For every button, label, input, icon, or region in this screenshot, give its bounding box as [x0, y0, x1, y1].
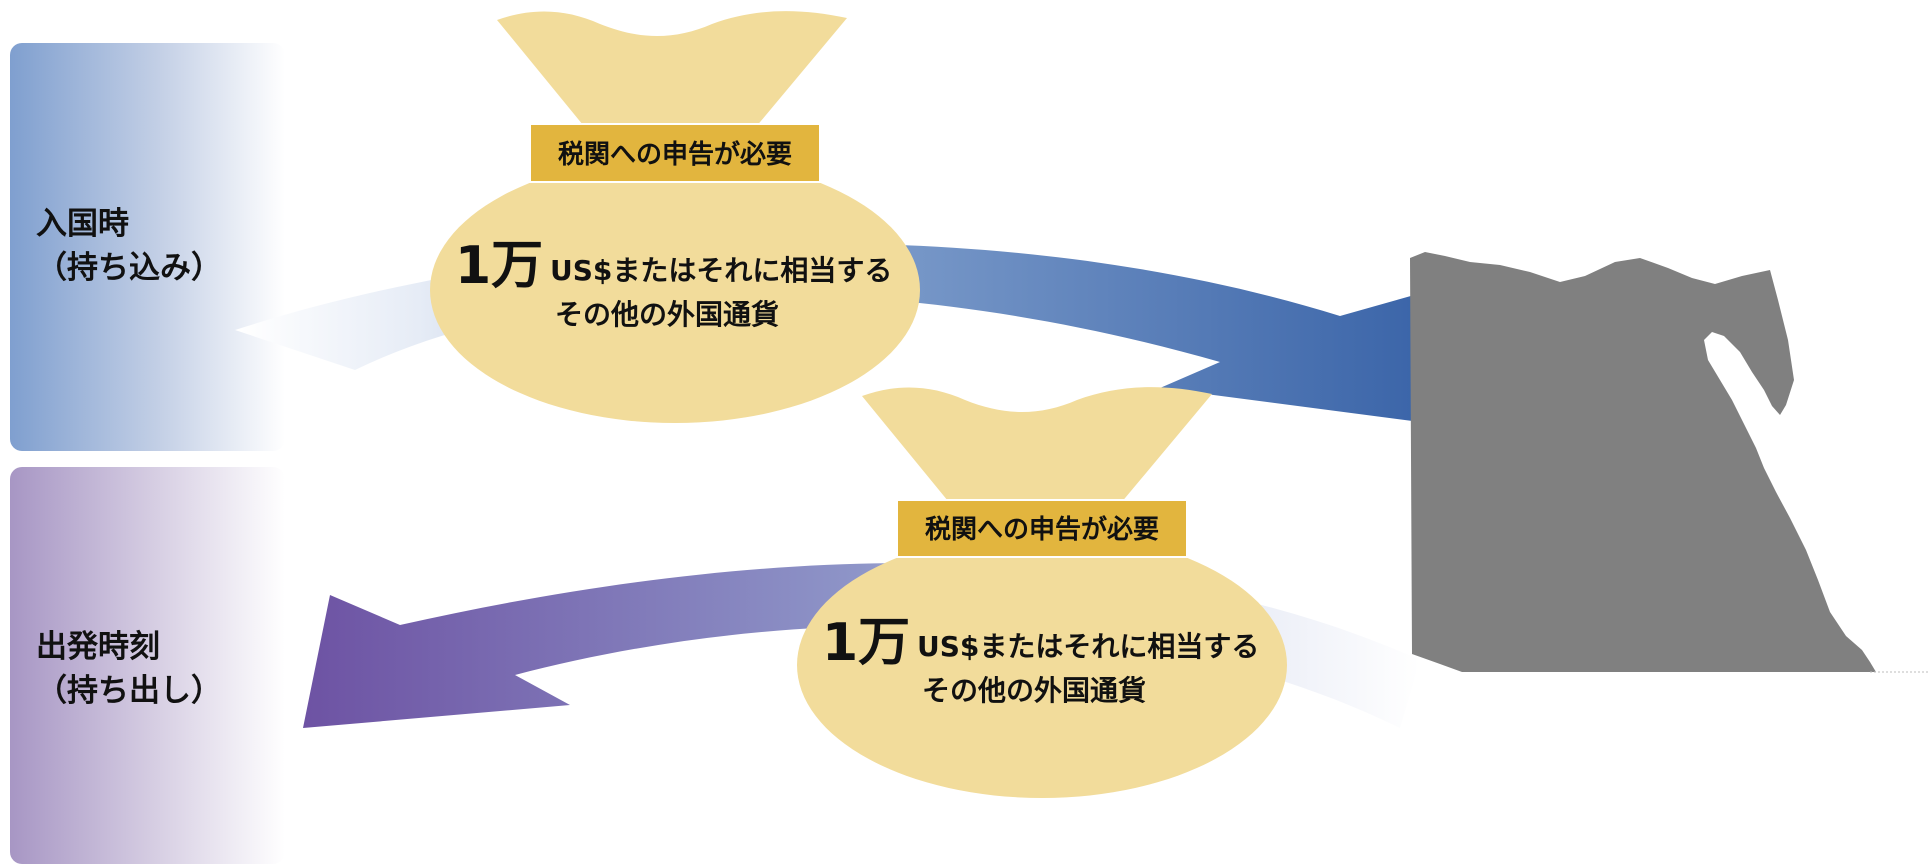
entry-row-band — [10, 43, 285, 451]
departure-amount-line1: US$またはそれに相当する — [917, 630, 1259, 663]
departure-money-bag-icon — [797, 387, 1287, 798]
country-map-icon — [1410, 252, 1876, 672]
entry-declaration-tag — [529, 123, 821, 183]
departure-label-line1: 出発時刻 — [36, 629, 160, 665]
entry-amount-line1: US$またはそれに相当する — [550, 254, 892, 287]
departure-amount-line2: その他の外国通貨 — [922, 674, 1146, 707]
departure-label-line2: （持ち出し） — [36, 673, 222, 709]
departure-row-band — [10, 467, 285, 864]
departure-amount-big: 1万 — [822, 613, 910, 673]
departure-declaration-text: 税関への申告が必要 — [925, 514, 1159, 545]
departure-row-label: 出発時刻 （持ち出し） — [36, 625, 222, 713]
entry-amount-line2: その他の外国通貨 — [555, 298, 779, 331]
entry-declaration-text: 税関への申告が必要 — [558, 139, 792, 170]
entry-amount-big: 1万 — [455, 236, 543, 296]
entry-row-label: 入国時 （持ち込み） — [36, 202, 222, 290]
entry-money-bag-icon — [430, 11, 920, 423]
departure-declaration-tag — [896, 499, 1188, 558]
entry-label-line1: 入国時 — [36, 206, 129, 242]
entry-label-line2: （持ち込み） — [36, 250, 222, 286]
